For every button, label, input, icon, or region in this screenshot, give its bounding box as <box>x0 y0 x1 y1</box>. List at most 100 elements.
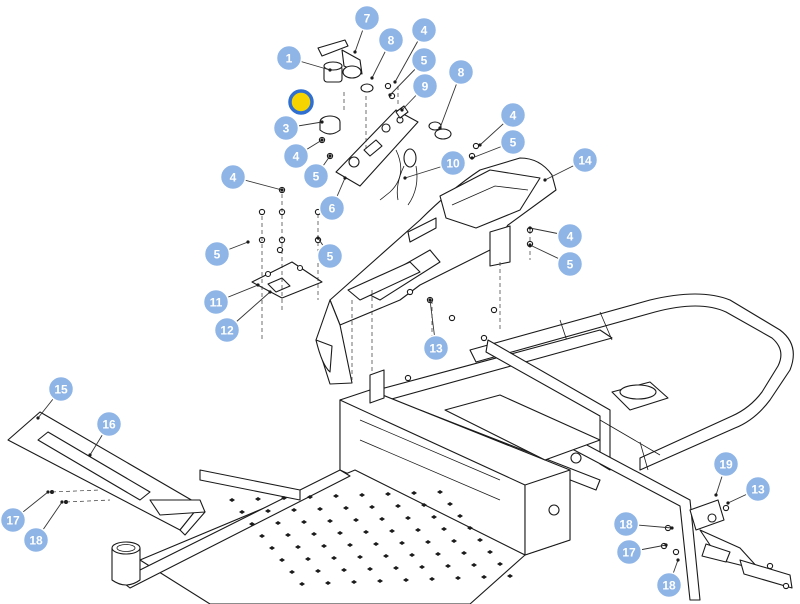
callout-balloon[interactable] <box>712 450 740 478</box>
callout-balloon[interactable] <box>499 101 527 129</box>
callout-balloon[interactable] <box>0 506 27 534</box>
callout-balloon[interactable] <box>556 222 584 250</box>
floor-hole <box>369 505 375 509</box>
callout-leader-end <box>320 138 324 142</box>
callout-balloon[interactable] <box>316 242 344 270</box>
floor-hole <box>457 514 463 518</box>
callout-leader-end <box>470 156 474 160</box>
callout-leader-end <box>246 240 250 244</box>
callout-leader-end <box>256 283 260 287</box>
screw <box>472 142 480 150</box>
cup-holder <box>111 541 141 586</box>
floor-hole <box>265 509 271 513</box>
callout-number: 12 <box>220 324 234 338</box>
floor-hole <box>289 570 295 574</box>
callout-leader-end <box>428 298 432 302</box>
callout-balloon[interactable] <box>275 44 303 72</box>
callout-leader-end <box>393 80 397 84</box>
switch-assembly <box>689 499 793 589</box>
frame-loop <box>469 293 794 471</box>
callout-balloon[interactable] <box>410 16 438 44</box>
callout-leader-end <box>438 126 442 130</box>
callout-balloon[interactable] <box>213 316 241 344</box>
callout-leader-end <box>664 543 668 547</box>
callout-balloon[interactable] <box>655 571 683 599</box>
floor-hole <box>259 534 265 538</box>
callout-balloon[interactable] <box>447 58 475 86</box>
callout-balloon[interactable] <box>612 510 640 538</box>
floor-hole <box>383 554 389 558</box>
callout-balloon[interactable] <box>318 194 346 222</box>
callout-number: 4 <box>293 150 300 164</box>
callout-balloon[interactable] <box>377 26 405 54</box>
callout-number: 8 <box>458 66 465 80</box>
callout-balloon[interactable] <box>353 4 381 32</box>
callout-leader-end <box>268 290 272 294</box>
floor-hole <box>285 533 291 537</box>
callout-balloon[interactable] <box>219 163 247 191</box>
floor-hole <box>399 541 405 545</box>
floor-hole <box>409 553 415 557</box>
floor-hole <box>385 492 391 496</box>
callout-leader-end <box>403 176 407 180</box>
bracket-plate <box>251 261 323 299</box>
callout-balloon[interactable] <box>410 46 438 74</box>
callout-balloon[interactable] <box>95 410 123 438</box>
callout-number: 4 <box>230 171 237 185</box>
callout-balloon[interactable] <box>615 538 643 566</box>
floor-hole <box>411 491 417 495</box>
floor-hole <box>363 530 369 534</box>
floor-hole <box>367 567 373 571</box>
callout-leader-end <box>388 93 392 97</box>
callout-balloon[interactable] <box>282 142 310 170</box>
floor-hole <box>269 546 275 550</box>
callout-balloon[interactable] <box>422 334 450 362</box>
floor-hole <box>451 539 457 543</box>
floor-hole <box>353 518 359 522</box>
floor-plate <box>119 469 526 604</box>
callout-balloon[interactable] <box>411 72 439 100</box>
callout-leader-end <box>676 558 680 562</box>
callout-balloon[interactable] <box>499 128 527 156</box>
screw <box>276 246 284 254</box>
floor-hole <box>327 519 333 523</box>
screw <box>766 562 774 570</box>
callout-balloon[interactable] <box>203 240 231 268</box>
floor-hole <box>403 578 409 582</box>
screw <box>722 504 730 512</box>
callout-number: 6 <box>329 202 336 216</box>
callout-leader-end <box>343 176 347 180</box>
callout-number: 11 <box>210 296 223 310</box>
callout-balloon[interactable] <box>302 162 330 190</box>
floor-hole <box>507 574 513 578</box>
callout-leader-end <box>36 416 40 420</box>
screw <box>258 208 266 216</box>
callout-number: 18 <box>619 518 633 532</box>
callout-number: 5 <box>567 258 574 272</box>
callout-balloon[interactable] <box>556 250 584 278</box>
callout-balloon[interactable] <box>22 526 50 554</box>
callout-leader-end <box>714 493 718 497</box>
callout-balloon[interactable] <box>439 149 467 177</box>
callout-balloon[interactable] <box>47 375 75 403</box>
floor-hole <box>481 575 487 579</box>
callout-leader-end <box>726 501 730 505</box>
callout-number: 5 <box>327 250 334 264</box>
callout-number: 7 <box>364 12 371 26</box>
callout-leader-end <box>280 188 284 192</box>
floor-hole <box>373 542 379 546</box>
floor-hole <box>307 495 313 499</box>
callout-balloon[interactable] <box>272 114 300 142</box>
floor-hole <box>341 568 347 572</box>
callout-balloon[interactable] <box>571 146 599 174</box>
screw <box>490 306 498 314</box>
floor-hole <box>467 526 473 530</box>
callout-balloon[interactable] <box>744 475 772 503</box>
floor-hole <box>435 552 441 556</box>
callout-number: 8 <box>388 34 395 48</box>
callout-number: 4 <box>567 230 574 244</box>
callout-balloon[interactable] <box>202 288 230 316</box>
highlight-marker <box>288 89 314 115</box>
callout-number: 19 <box>719 458 733 472</box>
floor-hole <box>471 563 477 567</box>
